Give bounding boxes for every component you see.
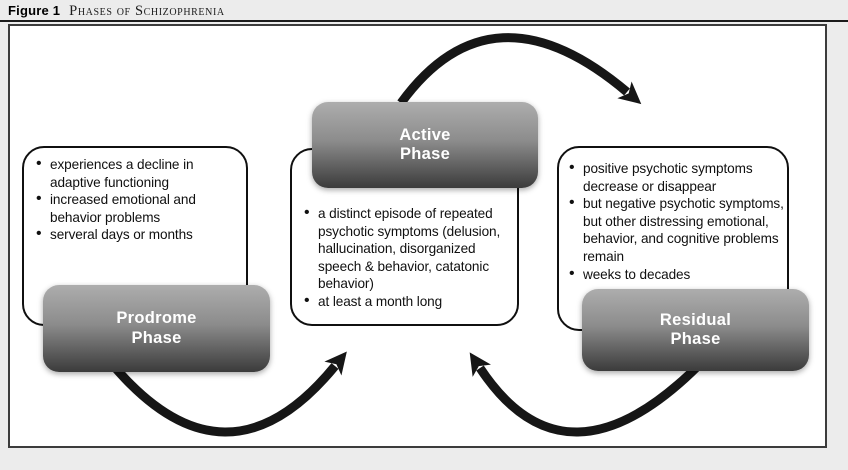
phase-label-line: Residual (659, 310, 732, 329)
figure-label: Figure 1 (8, 3, 61, 18)
residual-bullet-list: positive psychotic symptoms decrease or … (559, 148, 787, 283)
bullet-item: a distinct episode of repeated psychotic… (304, 204, 515, 293)
active-bullet-list: a distinct episode of repeated psychotic… (292, 150, 517, 311)
bullet-item: weeks to decades (569, 265, 787, 284)
bullet-item: experiences a decline in adaptive functi… (36, 155, 242, 191)
phase-label-line: Prodrome (116, 309, 197, 327)
phase-label-line: Phase (131, 328, 182, 347)
bullet-item: but negative psychotic symptoms, but oth… (569, 194, 787, 265)
active-phase-box: Active Phase (312, 102, 538, 188)
phase-label-line: Active (399, 125, 451, 144)
residual-phase-box: Residual Phase (582, 289, 809, 371)
bullet-item: positive psychotic symptoms decrease or … (569, 159, 787, 195)
bullet-item: increased emotional and behavior problem… (36, 190, 242, 226)
prodrome-phase-box: Prodrome Phase (43, 285, 270, 372)
phase-label-line: Phase (399, 145, 451, 163)
phase-label-line: Phase (670, 330, 721, 348)
figure-title: Phases of Schizophrenia (69, 3, 225, 19)
header-rule (0, 20, 848, 22)
figure-header: Figure 1 Phases of Schizophrenia (8, 3, 225, 20)
bullet-item: at least a month long (304, 292, 515, 311)
bullet-item: serveral days or months (36, 225, 242, 244)
prodrome-bullet-list: experiences a decline in adaptive functi… (24, 148, 246, 244)
